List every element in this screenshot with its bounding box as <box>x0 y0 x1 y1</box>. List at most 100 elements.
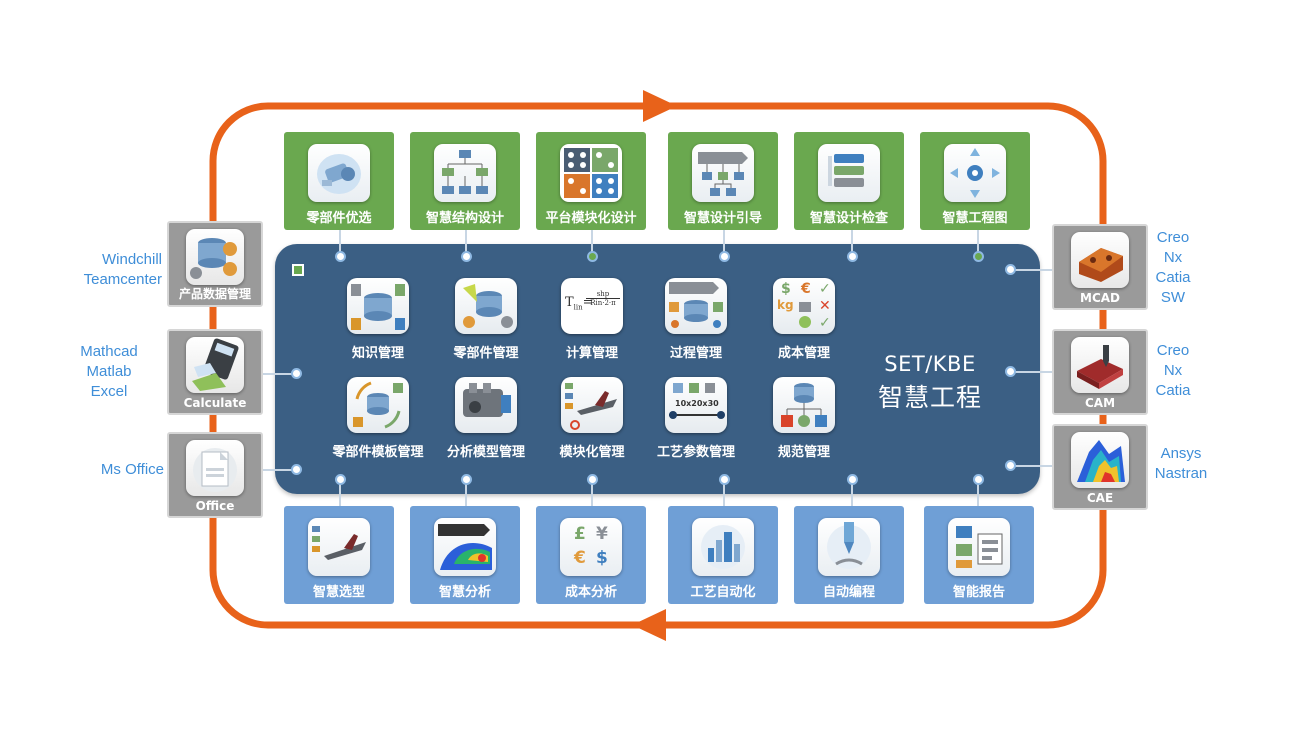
inner-process-parameter-management[interactable]: 10x20x30 工艺参数管理 <box>641 377 751 467</box>
connector-dot <box>719 251 730 262</box>
tool-label: 产品数据管理 <box>178 287 251 301</box>
tool-pdm[interactable]: 产品数据管理 <box>167 221 263 307</box>
engine-model-icon <box>455 377 517 433</box>
module-label: 智慧结构设计 <box>425 211 504 226</box>
mcad-part-icon <box>1071 232 1129 288</box>
module-platform-modular[interactable]: 平台模块化设计 <box>536 132 646 230</box>
inner-modular-management[interactable]: 模块化管理 <box>537 377 647 467</box>
core-title: SET/KBE 智慧工程 <box>870 352 990 414</box>
formula-denominator: Rin·2·π <box>590 299 616 307</box>
connector-dot <box>461 251 472 262</box>
side-text-cam: Creo Nx Catia <box>1155 342 1191 399</box>
side-text-calculate: Mathcad Matlab Excel <box>80 343 138 400</box>
module-smart-report[interactable]: 智能报告 <box>924 506 1034 604</box>
formula-numerator: shp <box>586 290 620 299</box>
cnc-tool-icon <box>818 518 880 576</box>
module-smart-analysis[interactable]: 智慧分析 <box>410 506 520 604</box>
standards-icon <box>773 377 835 433</box>
connector-dot <box>719 474 730 485</box>
connector-dot <box>587 474 598 485</box>
inner-knowledge-management[interactable]: 知识管理 <box>323 278 433 368</box>
pdm-db-icon <box>186 229 244 285</box>
module-process-automation[interactable]: 工艺自动化 <box>668 506 778 604</box>
module-smart-drawing[interactable]: 智慧工程图 <box>920 132 1030 230</box>
inner-label: 模块化管理 <box>559 445 625 460</box>
robot-arm-icon <box>308 144 370 202</box>
connector-dot <box>335 474 346 485</box>
side-text-cae: Ansys Nastran <box>1154 445 1208 482</box>
module-label: 智能报告 <box>952 585 1005 600</box>
module-label: 智慧设计引导 <box>683 211 762 226</box>
part-db-icon <box>455 278 517 334</box>
module-label: 智慧选型 <box>312 585 365 600</box>
side-text-pdm: Windchill Teamcenter <box>83 251 162 288</box>
connector-dot <box>291 464 302 475</box>
inner-part-template-management[interactable]: 零部件模板管理 <box>323 377 433 467</box>
side-text-office: Ms Office <box>100 461 164 478</box>
analysis-icon <box>434 518 496 576</box>
tool-mcad[interactable]: MCAD <box>1052 224 1148 310</box>
tool-cae[interactable]: CAE <box>1052 424 1148 510</box>
connector-dot <box>291 368 302 379</box>
connector-dot <box>973 474 984 485</box>
module-auto-programming[interactable]: 自动编程 <box>794 506 904 604</box>
tool-label: Office <box>195 499 235 513</box>
module-label: 零部件优选 <box>306 211 372 226</box>
module-label: 成本分析 <box>564 585 617 600</box>
inner-part-management[interactable]: 零部件管理 <box>431 278 541 368</box>
connector-dot <box>847 474 858 485</box>
module-label: 自动编程 <box>822 585 875 600</box>
tool-cam[interactable]: CAM <box>1052 329 1148 415</box>
cae-fea-icon <box>1071 432 1129 488</box>
side-text-mcad: Creo Nx Catia SW <box>1155 229 1191 306</box>
template-cycle-icon <box>347 377 409 433</box>
cam-machining-icon <box>1071 337 1129 393</box>
module-label: 智慧分析 <box>438 585 491 600</box>
process-params-icon: 10x20x30 <box>665 377 727 433</box>
drawing-gear-icon <box>944 144 1006 202</box>
connector-dot <box>335 251 346 262</box>
connector-dot <box>1005 366 1016 377</box>
connector-dot <box>847 251 858 262</box>
tool-label: MCAD <box>1080 291 1120 305</box>
tool-label: CAE <box>1086 491 1114 505</box>
module-cost-analysis[interactable]: £ ¥ € $ 成本分析 <box>536 506 646 604</box>
core-corner-marker <box>292 264 304 276</box>
inner-label: 零部件模板管理 <box>332 445 424 460</box>
connector-dot <box>461 474 472 485</box>
module-label: 智慧设计检查 <box>809 211 888 226</box>
inner-cost-management[interactable]: $ € ✓ kg ✕ ✓ 成本管理 <box>749 278 859 368</box>
inner-calculation-management[interactable]: Tlin= shp Rin·2·π 计算管理 <box>537 278 647 368</box>
knowledge-db-icon <box>347 278 409 334</box>
check-list-icon <box>818 144 880 202</box>
core-title-line2: 智慧工程 <box>877 383 982 412</box>
selection-icon <box>308 518 370 576</box>
inner-standards-management[interactable]: 规范管理 <box>749 377 859 467</box>
office-doc-icon <box>186 440 244 496</box>
module-design-check[interactable]: 智慧设计检查 <box>794 132 904 230</box>
module-label: 平台模块化设计 <box>545 211 637 226</box>
module-part-selection[interactable]: 零部件优选 <box>284 132 394 230</box>
aircraft-module-icon <box>561 377 623 433</box>
inner-analysis-model-management[interactable]: 分析模型管理 <box>431 377 541 467</box>
tool-label: Calculate <box>183 396 247 410</box>
tool-office[interactable]: Office <box>167 432 263 518</box>
module-design-guide[interactable]: 智慧设计引导 <box>668 132 778 230</box>
formula-sub: lin <box>573 303 583 312</box>
structure-tree-icon <box>434 144 496 202</box>
inner-process-management[interactable]: 过程管理 <box>641 278 751 368</box>
connector-dot <box>973 251 984 262</box>
inner-label: 计算管理 <box>565 346 618 361</box>
tool-label: CAM <box>1084 396 1116 410</box>
module-smart-selection[interactable]: 智慧选型 <box>284 506 394 604</box>
inner-label: 知识管理 <box>351 346 404 361</box>
module-smart-structure[interactable]: 智慧结构设计 <box>410 132 520 230</box>
param-text: 10x20x30 <box>675 399 719 408</box>
connector-dot <box>1005 264 1016 275</box>
inner-label: 过程管理 <box>669 346 722 361</box>
currency-icon: £ ¥ € $ <box>560 518 622 576</box>
formula-icon: Tlin= shp Rin·2·π <box>561 278 623 334</box>
report-icon <box>948 518 1010 576</box>
tool-calculate[interactable]: Calculate <box>167 329 263 415</box>
